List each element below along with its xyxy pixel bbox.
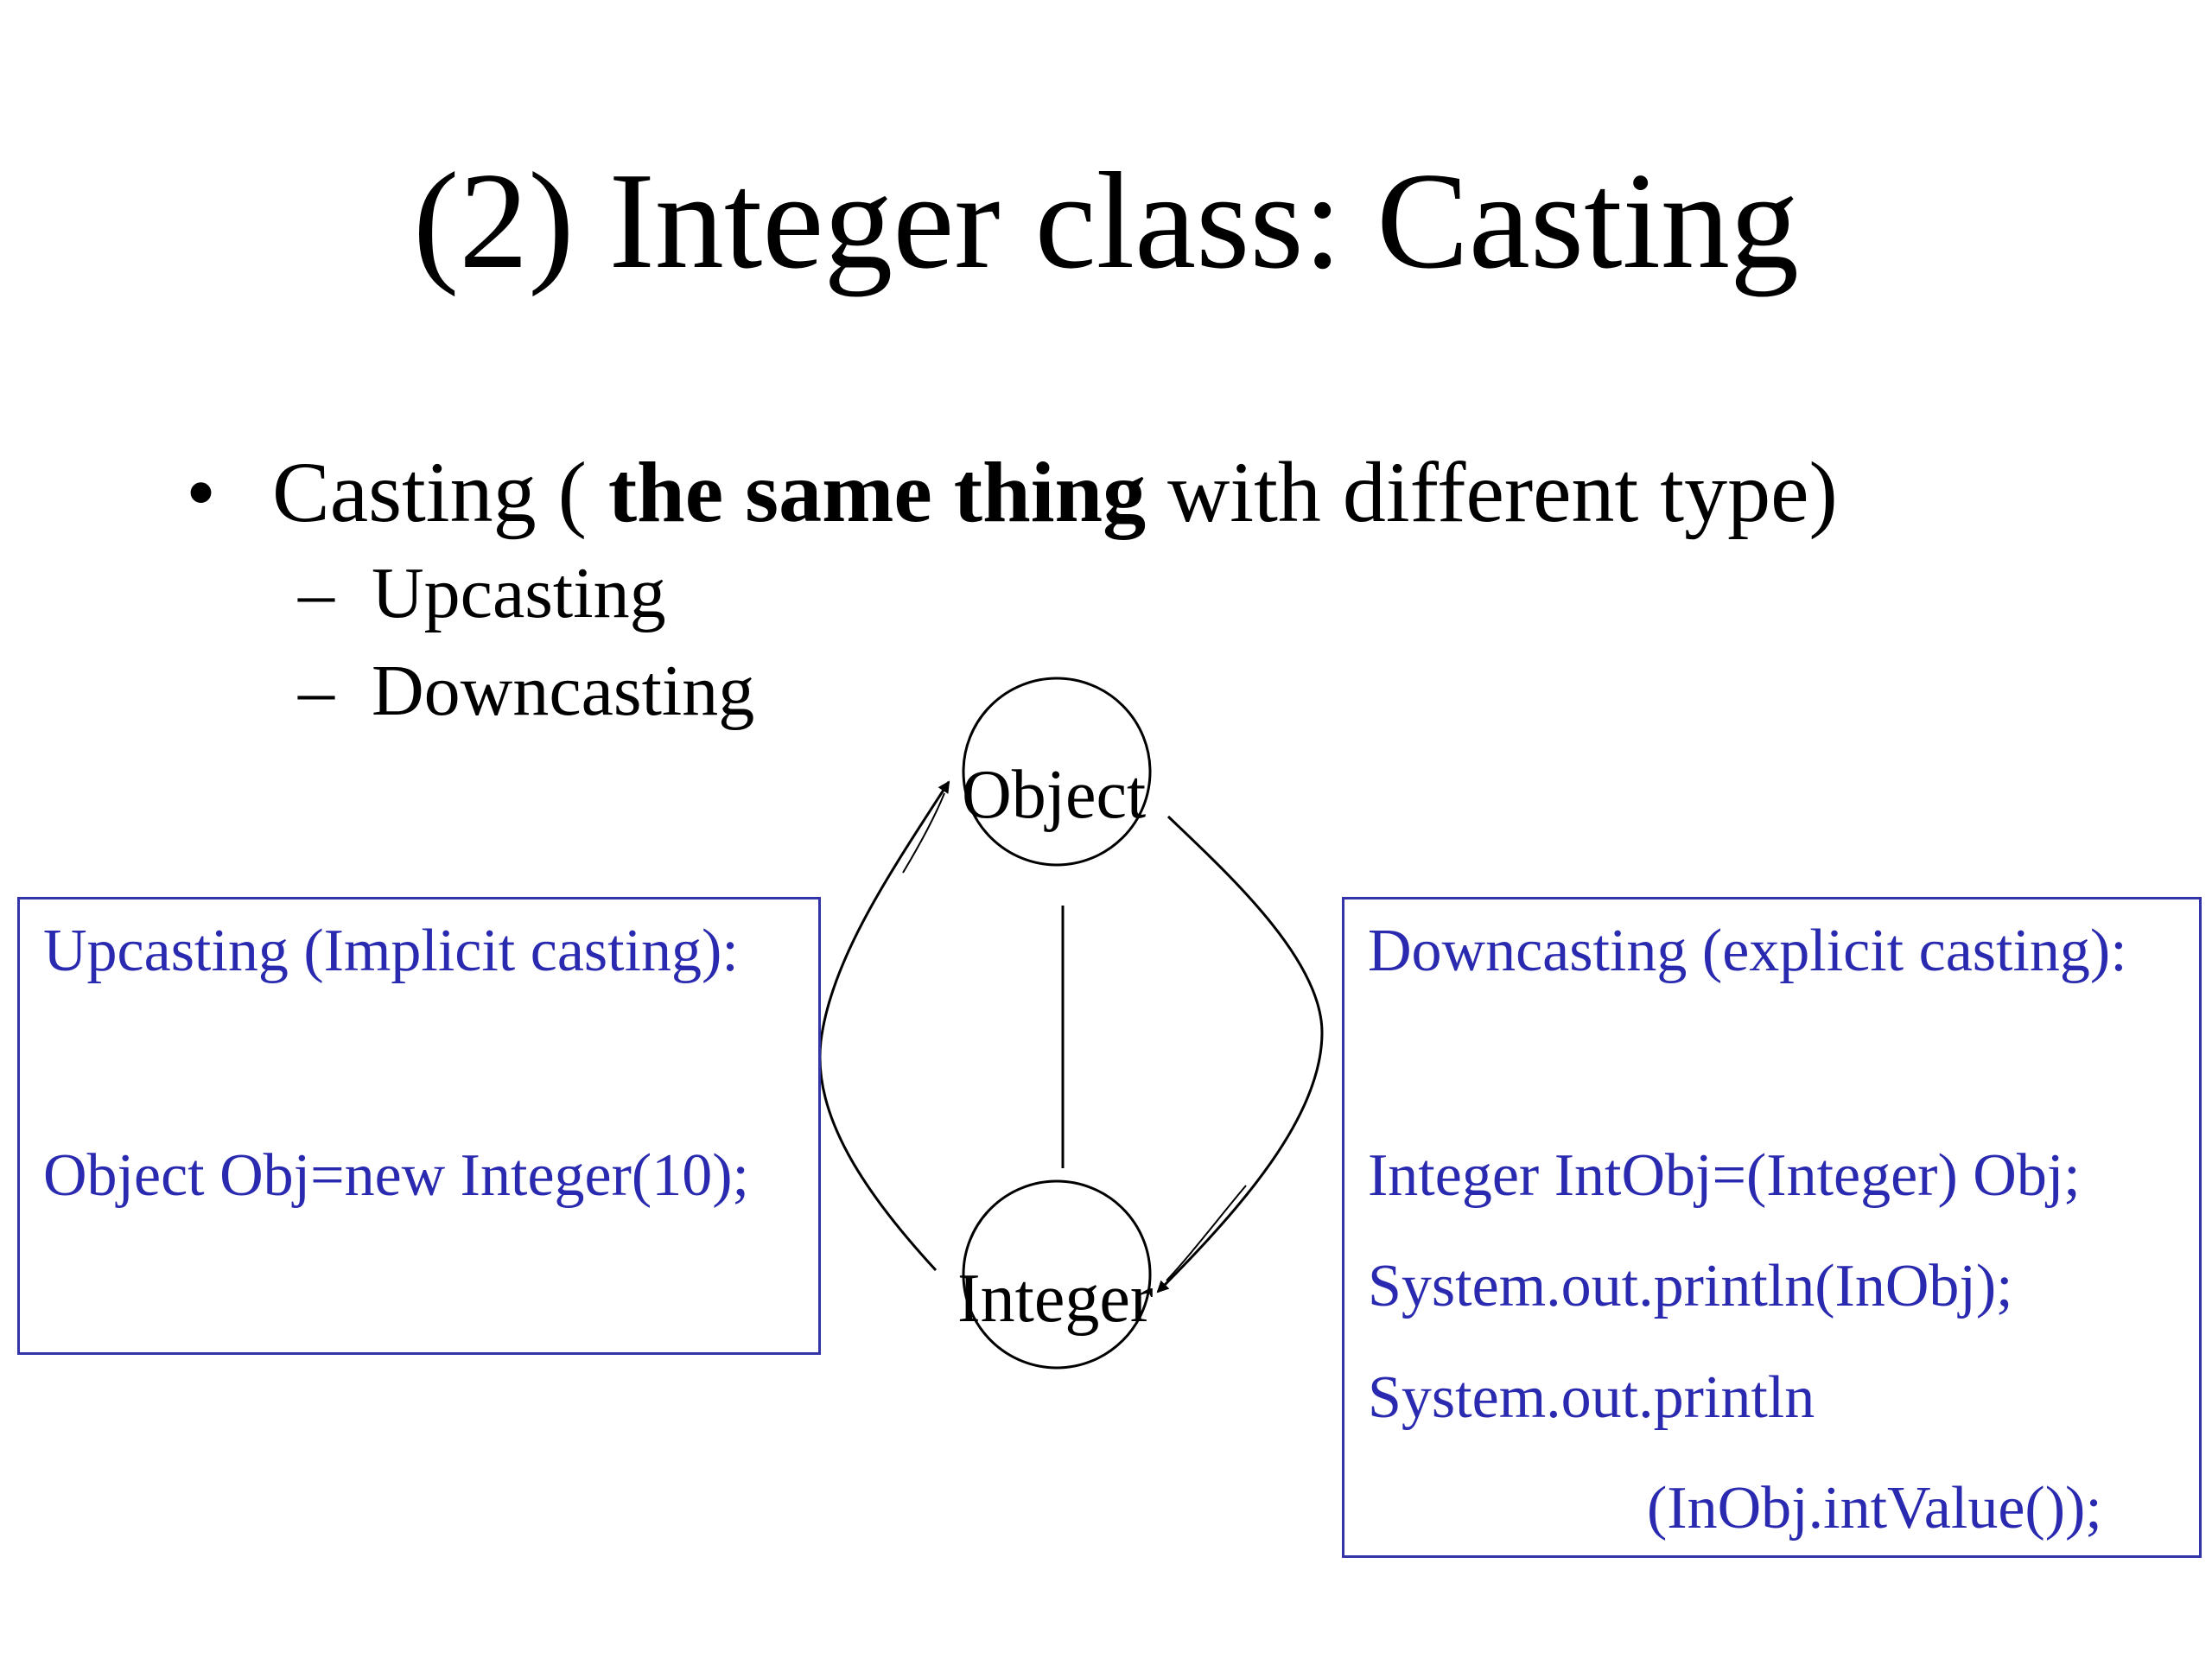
- subitem-upcasting: –Upcasting: [298, 550, 666, 637]
- downcasting-code-line: System.out.println: [1368, 1364, 1815, 1431]
- object-node-circle: [962, 677, 1152, 867]
- subitem-dash: –: [298, 651, 334, 731]
- downcasting-box: Downcasting (explicit casting): Integer …: [1342, 897, 2202, 1558]
- bullet-item-casting: • Casting ( the same thing with different…: [186, 441, 1838, 544]
- object-node-label: Object: [962, 757, 1147, 833]
- downcast-arrow-shadow: [1166, 1185, 1247, 1281]
- integer-node-label: Integer: [957, 1261, 1154, 1337]
- downcasting-code-line: (InObj.intValue());: [1647, 1475, 2102, 1541]
- subitem-label: Upcasting: [372, 553, 666, 633]
- bullet-prefix: Casting (: [272, 444, 608, 540]
- upcast-arrow: [818, 780, 950, 1272]
- subitem-downcasting: –Downcasting: [298, 648, 754, 734]
- upcasting-heading: Upcasting (Implicit casting):: [43, 918, 739, 984]
- upcasting-code: Object Obj=new Integer(10);: [43, 1142, 749, 1209]
- downcasting-code-line: System.out.println(InObj);: [1368, 1253, 2013, 1319]
- slide-title: (2) Integer class: Casting: [413, 143, 1799, 297]
- downcast-arrow: [1156, 815, 1324, 1294]
- bullet-symbol: •: [186, 444, 217, 540]
- subitem-dash: –: [298, 553, 334, 633]
- integer-node-circle: [962, 1179, 1152, 1370]
- subitem-label: Downcasting: [372, 651, 755, 731]
- upcasting-box: Upcasting (Implicit casting): Object Obj…: [17, 897, 821, 1355]
- upcast-arrow-shadow: [902, 792, 945, 874]
- downcasting-heading: Downcasting (explicit casting):: [1368, 918, 2127, 984]
- bullet-bold-text: the same thing: [607, 444, 1147, 540]
- bullet-suffix: with different type): [1146, 444, 1838, 540]
- downcasting-code-line: Integer IntObj=(Integer) Obj;: [1368, 1142, 2081, 1209]
